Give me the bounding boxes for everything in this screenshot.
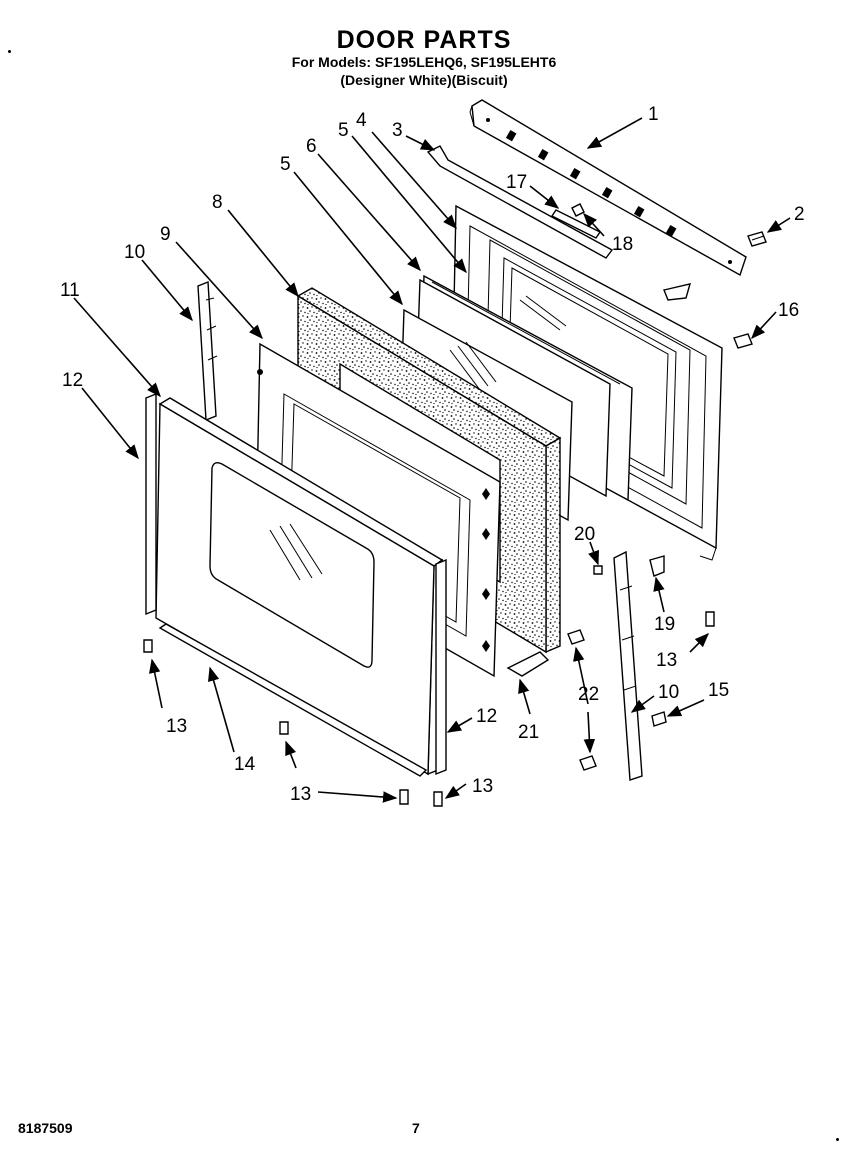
callout-label: 13 — [656, 650, 677, 671]
callout-label: 12 — [62, 370, 83, 391]
callout-label: 16 — [778, 300, 799, 321]
screw-part — [143, 565, 715, 807]
callout-label: 1 — [648, 104, 659, 125]
callout-label: 10 — [658, 682, 679, 703]
callout-label: 20 — [574, 524, 595, 545]
scan-speck — [8, 50, 11, 53]
callout-label: 2 — [794, 204, 805, 225]
hinge-bracket-part — [506, 651, 550, 677]
side-trim-part — [435, 558, 447, 776]
callout-label: 11 — [60, 280, 80, 301]
callout-label: 5 — [280, 154, 291, 175]
callout-label: 8 — [212, 192, 223, 213]
scan-speck — [836, 1138, 839, 1141]
screw-part — [747, 231, 767, 247]
clip-part — [651, 711, 667, 727]
hinge-channel-part — [197, 280, 218, 422]
callout-label: 19 — [654, 614, 675, 635]
callout-label: 4 — [356, 110, 367, 131]
callout-label: 13 — [290, 784, 311, 805]
callout-label: 9 — [160, 224, 171, 245]
callout-leaders — [73, 117, 791, 803]
colors-line: (Designer White)(Biscuit) — [340, 72, 508, 88]
document-number: 8187509 — [18, 1120, 73, 1136]
callout-label: 6 — [306, 136, 317, 157]
bottom-trim-part — [158, 623, 428, 777]
hinge-channel-part — [613, 550, 643, 781]
callout-label: 13 — [166, 716, 187, 737]
trim-strip-part — [426, 145, 614, 259]
models-line: For Models: SF195LEHQ6, SF195LEHT6 — [291, 54, 557, 70]
callout-label: 21 — [518, 722, 539, 743]
page-title: DOOR PARTS — [336, 26, 512, 54]
callout-label: 10 — [124, 242, 145, 263]
callout-label: 14 — [234, 754, 256, 775]
callout-label: 15 — [708, 680, 729, 701]
callout-label: 22 — [578, 684, 599, 705]
callout-label: 17 — [506, 172, 527, 193]
clip-part — [649, 555, 665, 577]
callout-label: 12 — [476, 706, 497, 727]
callout-label: 5 — [338, 120, 349, 141]
outer-door-panel-part — [155, 397, 444, 776]
side-trim-part — [145, 392, 157, 616]
callout-labels: 1 2 3 4 5 5 6 8 9 10 10 11 12 12 13 13 1… — [60, 104, 805, 805]
page-number: 7 — [412, 1120, 420, 1136]
callout-label: 18 — [612, 234, 633, 255]
vent-trim-part — [469, 99, 747, 301]
callout-label: 13 — [472, 776, 493, 797]
callout-label: 3 — [392, 120, 403, 141]
screw-part — [733, 333, 753, 349]
